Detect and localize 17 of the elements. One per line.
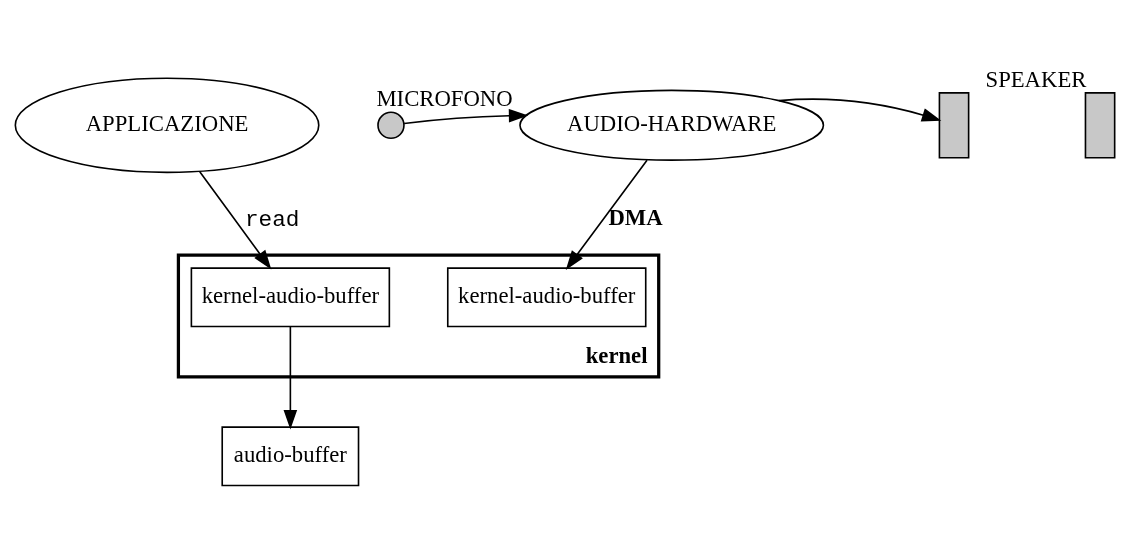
arrow	[565, 159, 648, 270]
node-label: MICROFONO	[376, 86, 513, 112]
arrow	[778, 98, 942, 122]
node-circle	[377, 111, 405, 140]
node-ellipse: AUDIO-HARDWARE	[519, 89, 825, 161]
node-bar	[938, 92, 970, 159]
node-box: kernel-audio-buffer	[190, 267, 391, 328]
node-ellipse: APPLICAZIONE	[14, 77, 320, 174]
edge-label: read	[244, 207, 300, 234]
node-box: kernel-audio-buffer	[446, 267, 647, 328]
node-label: SPEAKER	[985, 66, 1087, 92]
node-bar	[1084, 92, 1116, 159]
arrow	[198, 170, 272, 270]
arrow	[283, 325, 298, 430]
edge-label: DMA	[608, 204, 663, 230]
node-box: audio-buffer	[221, 426, 360, 487]
arrow	[403, 108, 529, 125]
